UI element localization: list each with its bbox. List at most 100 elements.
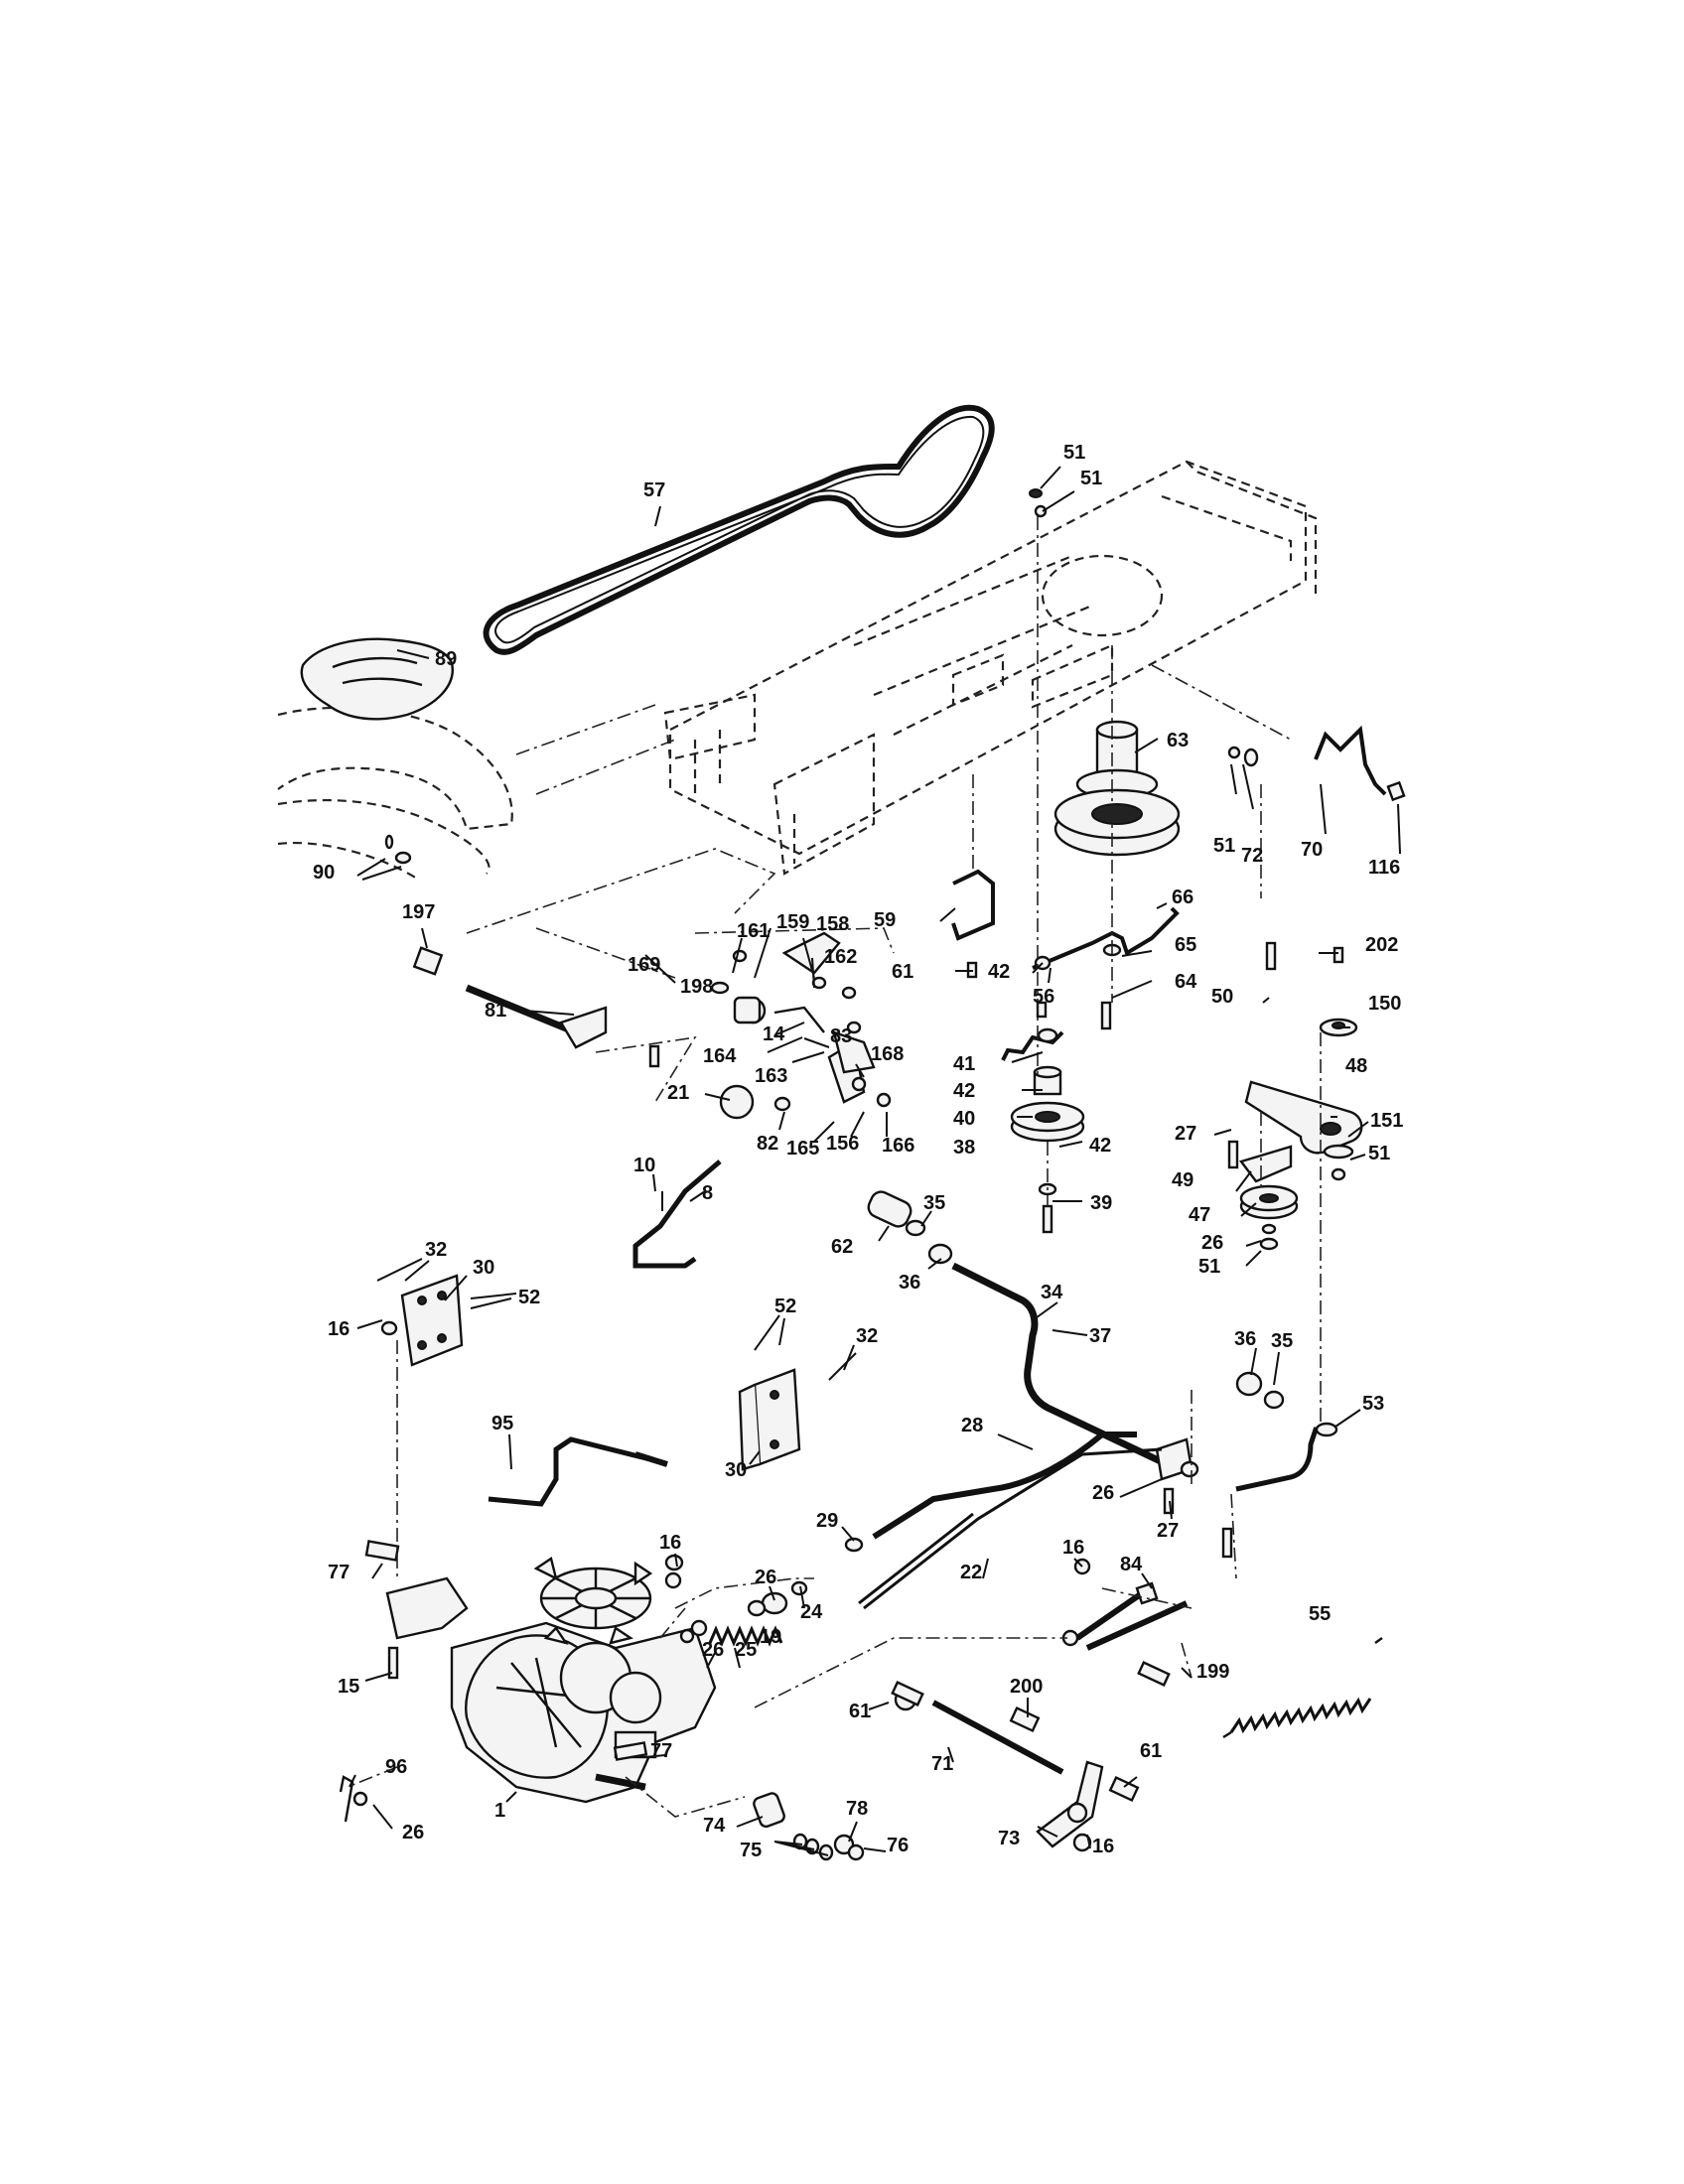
callout-51: 51 (1080, 468, 1102, 489)
callout-42: 42 (988, 961, 1010, 983)
chassis-frame-icon (663, 460, 1318, 876)
callout-26: 26 (1092, 1482, 1114, 1504)
leader-lines (349, 466, 1401, 1856)
callout-51: 51 (1213, 835, 1235, 857)
callout-41: 41 (953, 1053, 975, 1075)
lever-icon (894, 1688, 1104, 1848)
callout-48: 48 (1345, 1055, 1367, 1077)
callout-90: 90 (313, 862, 335, 884)
callout-199: 199 (1196, 1661, 1229, 1683)
callout-61: 61 (849, 1701, 871, 1722)
callout-116: 116 (1368, 857, 1400, 879)
callout-16: 16 (659, 1532, 681, 1554)
callout-151: 151 (1370, 1110, 1403, 1132)
idler-pulley-icon-2 (1239, 1184, 1299, 1220)
callout-89: 89 (435, 648, 457, 670)
callout-75: 75 (740, 1840, 762, 1861)
callout-27: 27 (1157, 1520, 1179, 1542)
callout-51: 51 (1198, 1256, 1220, 1278)
rod-icon-3 (1001, 906, 1180, 1061)
callout-36: 36 (899, 1272, 920, 1294)
callout-161: 161 (737, 920, 770, 942)
callout-76: 76 (887, 1835, 909, 1856)
idler-pulley-icon (1010, 1065, 1085, 1143)
callout-202: 202 (1365, 934, 1398, 956)
callout-36: 36 (1234, 1328, 1256, 1350)
callout-39: 39 (1090, 1192, 1112, 1214)
callout-50: 50 (1211, 986, 1233, 1008)
rod-icon (1235, 1422, 1338, 1492)
callout-29: 29 (816, 1510, 838, 1532)
callout-47: 47 (1189, 1204, 1210, 1226)
callout-71: 71 (931, 1753, 953, 1775)
idler-arm-icon (951, 1262, 1193, 1481)
shift-lever-icon (632, 1084, 755, 1269)
callout-24: 24 (800, 1601, 823, 1623)
callout-26: 26 (1201, 1232, 1223, 1254)
callout-32: 32 (425, 1239, 447, 1261)
callout-32: 32 (856, 1325, 878, 1347)
pulley-icon (1053, 720, 1181, 857)
callout-198: 198 (680, 976, 713, 998)
fender-outline (277, 704, 676, 880)
callout-150: 150 (1368, 993, 1401, 1015)
callout-26: 26 (755, 1567, 776, 1588)
callout-51: 51 (1063, 442, 1085, 464)
callout-34: 34 (1041, 1282, 1063, 1303)
callout-16: 16 (1062, 1537, 1084, 1559)
callout-166: 166 (882, 1135, 914, 1157)
brake-rod-icon (844, 1432, 1163, 1610)
callout-163: 163 (755, 1065, 787, 1087)
callout-96: 96 (385, 1756, 407, 1778)
callout-78: 78 (846, 1798, 868, 1820)
callout-61: 61 (892, 961, 913, 983)
spring-icon-2 (1222, 1637, 1383, 1739)
callout-27: 27 (1175, 1123, 1196, 1145)
callout-35: 35 (1271, 1330, 1293, 1352)
callout-81: 81 (485, 1000, 506, 1022)
callout-19: 19 (760, 1626, 781, 1648)
callout-83: 83 (830, 1025, 852, 1047)
callout-52: 52 (518, 1287, 540, 1308)
callout-164: 164 (703, 1045, 737, 1067)
callout-28: 28 (961, 1415, 983, 1436)
callout-200: 200 (1010, 1676, 1043, 1698)
linkage-assembly-icon (733, 931, 876, 1104)
callout-72: 72 (1241, 845, 1263, 867)
callout-53: 53 (1362, 1393, 1384, 1415)
callout-63: 63 (1167, 730, 1189, 751)
callout-59: 59 (874, 909, 896, 931)
callout-74: 74 (703, 1815, 726, 1837)
callout-65: 65 (1175, 934, 1196, 956)
rod-icon-2 (412, 946, 608, 1049)
callout-38: 38 (953, 1137, 975, 1159)
mount-bracket-icon-2 (738, 1368, 801, 1471)
callout-labels: 57 51 51 89 63 51 72 70 116 90 197 169 1… (313, 442, 1403, 1861)
assembly-guide-lines (347, 516, 1322, 1818)
callout-49: 49 (1172, 1169, 1193, 1191)
rod-icon-4 (1314, 725, 1387, 796)
shift-cover-icon (300, 637, 454, 721)
shaft-icon (1075, 1581, 1189, 1651)
callout-15: 15 (338, 1676, 359, 1698)
callout-16: 16 (1092, 1836, 1114, 1857)
callout-35: 35 (923, 1192, 945, 1214)
callout-73: 73 (998, 1828, 1020, 1849)
callout-57: 57 (643, 479, 665, 501)
callout-84: 84 (1120, 1554, 1143, 1575)
mount-bracket-icon (400, 1274, 464, 1367)
callout-10: 10 (633, 1155, 655, 1176)
idler-bracket-icon (1244, 1018, 1363, 1160)
callout-42: 42 (1089, 1135, 1111, 1157)
bracket-icon (1239, 1145, 1293, 1183)
callout-156: 156 (826, 1133, 859, 1155)
callout-51: 51 (1368, 1143, 1390, 1164)
callout-25: 25 (735, 1639, 757, 1661)
callout-56: 56 (1033, 986, 1054, 1008)
callout-40: 40 (953, 1108, 975, 1130)
callout-77: 77 (650, 1740, 672, 1762)
callout-8: 8 (702, 1182, 713, 1204)
callout-21: 21 (667, 1082, 689, 1104)
callout-66: 66 (1172, 887, 1193, 908)
callout-64: 64 (1175, 971, 1197, 993)
